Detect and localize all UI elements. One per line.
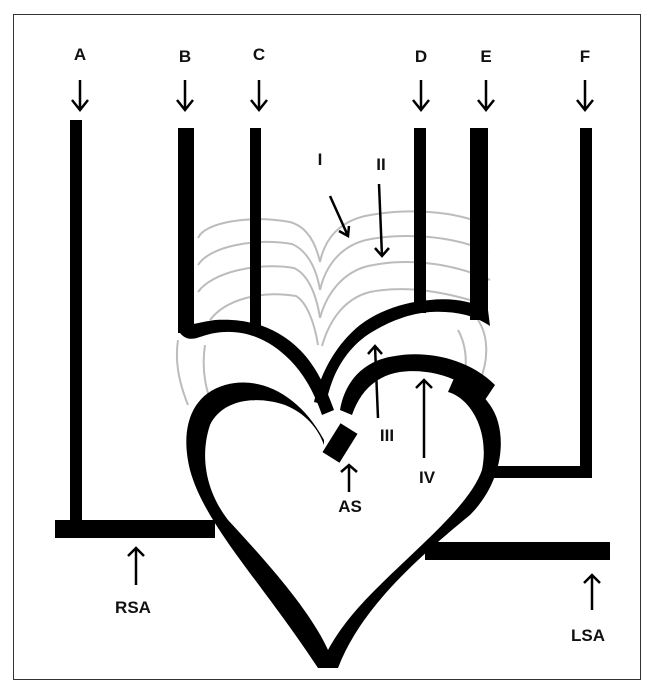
label-as: AS [338,497,362,516]
label-b: B [179,47,191,66]
arrow-i [330,196,349,236]
arrow-lsa [584,575,600,610]
arrow-b [177,80,193,110]
arrow-d [413,80,429,110]
lsa-bar [425,542,610,560]
heart-outline [186,376,501,668]
arrow-e [478,80,494,110]
figure-border [14,15,641,680]
label-d: D [415,47,427,66]
vessel-f [488,128,592,478]
label-rsa: RSA [115,598,151,617]
label-ii: II [376,155,385,174]
arrow-a [72,80,88,110]
arrow-c [251,80,267,110]
arrow-iv [416,380,432,458]
arrow-f [577,80,593,110]
aortic-stub [323,423,358,462]
label-a: A [74,45,86,64]
label-i: I [318,150,323,169]
label-c: C [253,45,265,64]
label-iii: III [380,426,394,445]
left-vessel-branch [178,128,334,415]
label-e: E [480,47,491,66]
label-iv: IV [419,468,436,487]
label-f: F [580,47,590,66]
arrow-ii [375,184,389,256]
arrow-as [341,465,357,492]
rsa-bar [55,520,215,538]
vessel-a [70,120,82,525]
arrow-rsa [128,548,144,585]
label-lsa: LSA [571,626,605,645]
